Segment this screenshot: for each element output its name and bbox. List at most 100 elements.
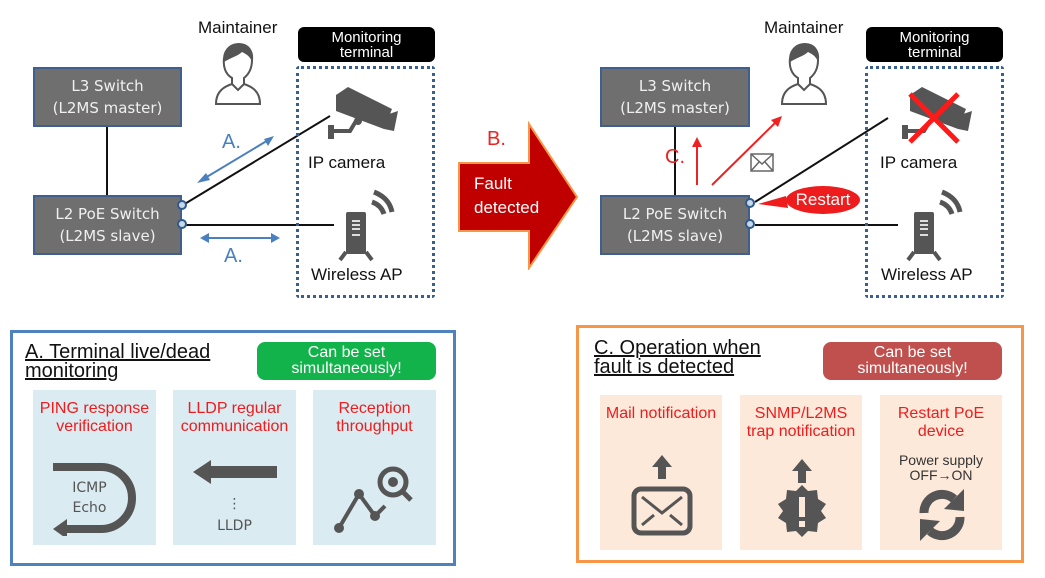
monitoring-terminal-header: Monitoring terminal — [866, 27, 1003, 62]
c-arrow-to-maintainer — [711, 116, 782, 186]
l2-switch-name: L2 PoE Switch — [55, 205, 160, 223]
ping-response-card: PING response verification ICMP Echo — [33, 390, 156, 545]
lldp-label: ⋮ LLDP — [173, 493, 296, 537]
l3-switch-role: (L2MS master) — [620, 99, 730, 117]
badge-line1: Can be set — [873, 344, 952, 361]
fault-detected-text: Fault detected — [474, 172, 539, 220]
fault-text-line2: detected — [474, 198, 540, 217]
panel-a-title-line2: monitoring — [25, 360, 119, 382]
fault-cross-icon — [908, 92, 960, 144]
lldp-text: LLDP — [217, 518, 252, 534]
a-arrow-top — [197, 136, 274, 183]
l3-switch-name: L3 Switch — [638, 77, 712, 95]
reception-throughput-card: Reception throughput — [313, 390, 436, 545]
badge-line2: simultaneously! — [857, 360, 968, 377]
l2-switch-name: L2 PoE Switch — [622, 205, 728, 223]
panel-c-title-line2: fault is detected — [594, 356, 735, 378]
restart-callout-pointer — [758, 196, 788, 208]
maintainer-label: Maintainer — [764, 18, 844, 37]
lldp-communication-card: LLDP regular communication ⋮ LLDP — [173, 390, 296, 545]
l3-switch-node: L3 Switch (L2MS master) — [33, 67, 182, 127]
ip-camera-icon — [328, 87, 398, 139]
badge-line1: Can be set — [307, 344, 386, 361]
lldp-arrow-icon — [193, 460, 277, 484]
card-title: PING response verification — [33, 400, 156, 436]
restart-callout-text: Restart — [795, 190, 851, 209]
monitoring-terminal-text: Monitoring terminal — [899, 29, 970, 61]
card-title-line1: Reception — [338, 400, 411, 417]
card-title: LLDP regular communication — [173, 400, 296, 436]
monitoring-terminal-group — [865, 66, 1004, 298]
simultaneous-badge: Can be set simultaneously! — [257, 342, 436, 380]
ip-camera-label: IP camera — [308, 153, 386, 172]
card-title-line1: LLDP regular — [187, 400, 282, 417]
off-on-text: OFF→ON — [909, 467, 973, 483]
power-supply-note: Power supply OFF→ON — [880, 453, 1002, 483]
panel-a-title-line1: A. Terminal live/dead — [25, 341, 211, 363]
card-title: Reception throughput — [313, 400, 436, 436]
icmp-echo-icon — [53, 463, 136, 536]
card-title-line2: throughput — [336, 418, 413, 435]
terminal-monitoring-panel: A. Terminal live/dead monitoring Can be … — [10, 330, 456, 566]
maintainer-icon — [214, 42, 262, 105]
alert-upload-icon — [778, 459, 826, 537]
monitoring-terminal-text: Monitoring terminal — [331, 29, 402, 61]
switch-port-1 — [177, 200, 187, 210]
monitoring-terminal-group — [296, 66, 435, 298]
echo-text: Echo — [72, 500, 107, 516]
icmp-echo-label: ICMP Echo — [23, 478, 156, 518]
fault-operation-panel: C. Operation when fault is detected Can … — [576, 325, 1024, 563]
l2-poe-switch-node: L2 PoE Switch (L2MS slave) — [600, 195, 750, 255]
panel-a-title: A. Terminal live/dead monitoring — [25, 341, 211, 382]
wireless-ap-label: Wireless AP — [881, 265, 973, 284]
l2-poe-switch-node: L2 PoE Switch (L2MS slave) — [33, 195, 182, 255]
card-title-line2: device — [917, 423, 965, 440]
b-step-label: B. — [487, 128, 506, 150]
restart-callout: Restart — [786, 186, 860, 214]
camera-link — [182, 115, 331, 206]
mail-upload-icon — [631, 455, 693, 536]
switch-port-2 — [177, 219, 187, 229]
snmp-trap-card: SNMP/L2MS trap notification — [740, 395, 862, 550]
l3-switch-role: (L2MS master) — [52, 99, 163, 117]
card-title: SNMP/L2MS trap notification — [740, 405, 862, 441]
a-arrow-bottom — [200, 233, 280, 243]
refresh-icon — [919, 489, 965, 541]
power-supply-text: Power supply — [898, 452, 984, 468]
l3-switch-node: L3 Switch (L2MS master) — [600, 67, 750, 127]
wireless-ap-label: Wireless AP — [311, 265, 403, 284]
c-step-label: C. — [665, 146, 685, 168]
lldp-ellipsis: ⋮ — [227, 496, 242, 512]
switch-port-2 — [745, 219, 755, 229]
card-title-line2: verification — [56, 418, 133, 435]
a-label-bottom: A. — [224, 245, 243, 267]
fault-detected-arrow — [458, 120, 579, 270]
card-title-line2: communication — [180, 418, 289, 435]
panel-c-title-line1: C. Operation when — [594, 337, 761, 359]
left-diagram-connections — [106, 115, 334, 243]
restart-poe-card: Restart PoE device Power supply OFF→ON — [880, 395, 1002, 550]
icmp-text: ICMP — [72, 480, 107, 496]
right-diagram-connections — [674, 116, 898, 226]
card-title: Restart PoE device — [880, 405, 1002, 441]
wireless-ap-icon — [338, 189, 395, 262]
card-title-line1: Restart PoE — [897, 405, 985, 422]
switch-port-1 — [745, 198, 755, 208]
card-title-line1: Mail notification — [605, 405, 717, 422]
card-title-line1: PING response — [39, 400, 150, 417]
badge-line2: simultaneously! — [291, 360, 402, 377]
card-title: Mail notification — [600, 405, 722, 423]
mail-notification-card: Mail notification — [600, 395, 722, 550]
throughput-graph-icon — [334, 466, 413, 533]
ip-camera-label: IP camera — [880, 153, 958, 172]
card-title-line1: SNMP/L2MS — [754, 405, 848, 422]
c-arrow-up — [692, 137, 702, 185]
card-title-line2: trap notification — [746, 423, 856, 440]
fault-text-line1: Fault — [474, 174, 512, 193]
panel-c-title: C. Operation when fault is detected — [594, 337, 761, 378]
a-label-top: A. — [222, 131, 241, 153]
l3-switch-name: L3 Switch — [71, 77, 144, 95]
l2-switch-role: (L2MS slave) — [626, 227, 724, 245]
l2-switch-role: (L2MS slave) — [59, 227, 156, 245]
maintainer-icon — [780, 42, 828, 105]
